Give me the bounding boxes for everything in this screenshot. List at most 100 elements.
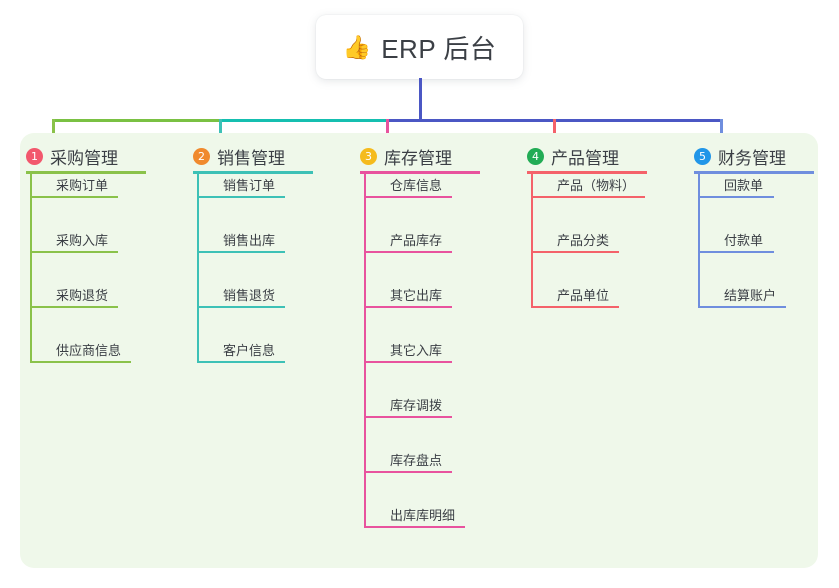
root-node-title: ERP 后台 <box>381 33 497 64</box>
bus-segment-left <box>52 119 222 122</box>
branch-title: 采购管理 <box>50 149 118 168</box>
branch-item[interactable]: 销售出库 <box>197 219 315 253</box>
root-stem <box>419 78 422 122</box>
branch-item-label: 回款单 <box>724 178 764 193</box>
branch-item-rule <box>698 251 774 253</box>
root-node[interactable]: 👍 ERP 后台 <box>316 15 523 79</box>
branch-item-label: 采购入库 <box>56 233 109 248</box>
branch-trunk <box>531 174 533 308</box>
branch-item-rule <box>197 361 285 363</box>
branch-item-rule <box>531 196 645 198</box>
branch-item-rule <box>364 196 452 198</box>
branch-column-3: 3 库存管理仓库信息产品库存其它出库其它入库库存调拨库存盘点出库库明细 <box>360 133 510 568</box>
branch-header-rule <box>193 171 313 174</box>
branch-item[interactable]: 付款单 <box>698 219 804 253</box>
branch-item-label: 库存调拨 <box>390 398 443 413</box>
branch-item-rule <box>30 306 118 308</box>
branch-item-label: 产品库存 <box>390 233 443 248</box>
branches-panel <box>20 133 818 568</box>
branch-item-label: 其它出库 <box>390 288 443 303</box>
branch-item-label: 供应商信息 <box>56 343 122 358</box>
branch-item[interactable]: 采购退货 <box>30 274 148 308</box>
branch-item[interactable]: 采购订单 <box>30 164 148 198</box>
branch-number-badge: 1 <box>26 148 43 165</box>
branch-item-rule <box>364 251 452 253</box>
bus-segment-mid <box>219 119 389 122</box>
branch-number-badge: 4 <box>527 148 544 165</box>
branch-item-rule <box>364 306 452 308</box>
branch-item[interactable]: 回款单 <box>698 164 804 198</box>
branch-trunk <box>364 174 366 528</box>
branch-item-rule <box>698 196 774 198</box>
branch-item-rule <box>531 251 619 253</box>
branch-item-label: 其它入库 <box>390 343 443 358</box>
branch-number-badge: 3 <box>360 148 377 165</box>
branch-title: 财务管理 <box>718 149 786 168</box>
branch-header-rule <box>527 171 647 174</box>
branch-item-label: 产品（物料） <box>557 178 636 193</box>
branch-header-3[interactable]: 3 库存管理 <box>360 144 452 169</box>
branch-item[interactable]: 其它出库 <box>364 274 482 308</box>
branch-trunk <box>197 174 199 363</box>
branch-item-rule <box>197 196 285 198</box>
branch-column-2: 2 销售管理销售订单销售出库销售退货客户信息 <box>193 133 343 568</box>
branch-item-label: 付款单 <box>724 233 764 248</box>
branch-number-badge: 2 <box>193 148 210 165</box>
branch-column-1: 1 采购管理采购订单采购入库采购退货供应商信息 <box>26 133 176 568</box>
branch-title: 销售管理 <box>217 149 285 168</box>
branch-item[interactable]: 库存盘点 <box>364 439 482 473</box>
branch-item-rule <box>30 196 118 198</box>
branch-header-rule <box>26 171 146 174</box>
branch-item-label: 库存盘点 <box>390 453 443 468</box>
branch-item-label: 销售退货 <box>223 288 276 303</box>
branch-item-label: 出库库明细 <box>390 508 456 523</box>
branch-item[interactable]: 客户信息 <box>197 329 315 363</box>
branch-item[interactable]: 销售订单 <box>197 164 315 198</box>
branch-item[interactable]: 出库库明细 <box>364 494 495 528</box>
branch-header-5[interactable]: 5 财务管理 <box>694 144 786 169</box>
branch-item-label: 结算账户 <box>724 288 777 303</box>
branch-header-4[interactable]: 4 产品管理 <box>527 144 619 169</box>
branch-item[interactable]: 产品库存 <box>364 219 482 253</box>
branch-title: 库存管理 <box>384 149 452 168</box>
branch-item-rule <box>30 361 131 363</box>
branch-item[interactable]: 产品（物料） <box>531 164 675 198</box>
thumbs-up-icon: 👍 <box>342 33 372 60</box>
branch-header-rule <box>360 171 480 174</box>
branch-item[interactable]: 供应商信息 <box>30 329 161 363</box>
branch-title: 产品管理 <box>551 149 619 168</box>
branch-column-5: 5 财务管理回款单付款单结算账户 <box>694 133 839 568</box>
branch-item-rule <box>531 306 619 308</box>
branch-item[interactable]: 结算账户 <box>698 274 816 308</box>
branch-item-rule <box>30 251 118 253</box>
branch-item-rule <box>698 306 786 308</box>
branch-item-label: 仓库信息 <box>390 178 443 193</box>
branch-item[interactable]: 产品单位 <box>531 274 649 308</box>
branch-trunk <box>698 174 700 308</box>
branch-item-rule <box>364 526 465 528</box>
branch-item[interactable]: 销售退货 <box>197 274 315 308</box>
branch-item-label: 产品单位 <box>557 288 610 303</box>
branch-trunk <box>30 174 32 363</box>
branch-item-label: 产品分类 <box>557 233 610 248</box>
branch-item-rule <box>364 361 452 363</box>
branch-number-badge: 5 <box>694 148 711 165</box>
branch-item[interactable]: 采购入库 <box>30 219 148 253</box>
branch-item-label: 采购退货 <box>56 288 109 303</box>
branch-item[interactable]: 仓库信息 <box>364 164 482 198</box>
branch-item-label: 销售出库 <box>223 233 276 248</box>
branch-item-rule <box>364 416 452 418</box>
branch-item-rule <box>197 251 285 253</box>
branch-header-rule <box>694 171 814 174</box>
branch-column-4: 4 产品管理产品（物料） 产品分类产品单位 <box>527 133 677 568</box>
branch-item[interactable]: 其它入库 <box>364 329 482 363</box>
branch-item-label: 销售订单 <box>223 178 276 193</box>
branch-item-label: 采购订单 <box>56 178 109 193</box>
branch-item-rule <box>197 306 285 308</box>
branch-header-2[interactable]: 2 销售管理 <box>193 144 285 169</box>
branch-item[interactable]: 库存调拨 <box>364 384 482 418</box>
branch-header-1[interactable]: 1 采购管理 <box>26 144 118 169</box>
branch-item-rule <box>364 471 452 473</box>
branch-item[interactable]: 产品分类 <box>531 219 649 253</box>
